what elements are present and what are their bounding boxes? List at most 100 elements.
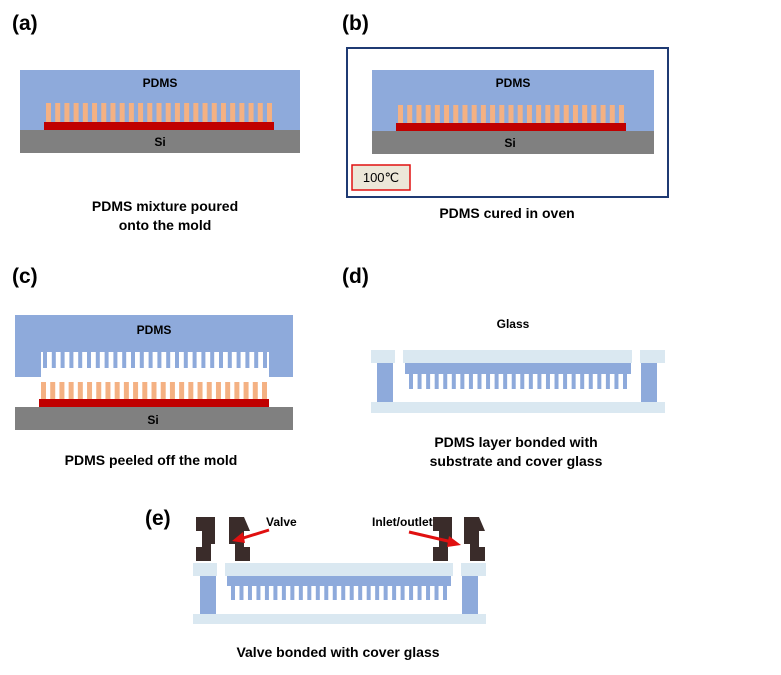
mold-pillars — [41, 382, 267, 400]
pdms-channel-tooth — [451, 374, 456, 389]
pdms-tooth — [104, 352, 109, 368]
pdms-channel-tooth — [264, 586, 269, 600]
pdms-channel-tooth — [494, 374, 499, 389]
mold-pillar — [179, 382, 185, 400]
mold-pillar — [582, 105, 588, 125]
cover-glass-right — [640, 350, 665, 363]
pdms-tooth — [166, 352, 171, 368]
mold-pillar — [508, 105, 514, 125]
pdms-channel-tooth — [273, 586, 278, 600]
oven-frame — [346, 47, 669, 198]
mold-pillar — [128, 103, 134, 123]
mold-pillar — [407, 105, 413, 125]
caption-line-2: substrate and cover glass — [430, 453, 603, 469]
pdms-channel-tooth — [605, 374, 610, 389]
mold-base — [39, 399, 269, 408]
mold-base — [396, 123, 626, 132]
pdms-channel-tooth — [537, 374, 542, 389]
pdms-channel-tooth — [256, 586, 261, 600]
pdms-channel-tooth — [383, 586, 388, 600]
mold-pillar — [545, 105, 551, 125]
pdms-side-wall-left — [377, 363, 393, 402]
mold-pillar — [239, 103, 245, 123]
pdms-channel-tooth — [503, 374, 508, 389]
caption-line-2: onto the mold — [119, 217, 212, 233]
pdms-channel-tooth — [520, 374, 525, 389]
glass-label: Glass — [497, 317, 530, 331]
mold-pillar — [165, 103, 171, 123]
si-label: Si — [504, 136, 515, 150]
pdms-side-wall-right — [641, 363, 657, 402]
silicon-wafer — [20, 130, 300, 153]
cover-glass-left — [371, 350, 395, 363]
pdms-channel-tooth — [400, 586, 405, 600]
temperature-label: 100℃ — [363, 170, 399, 185]
pdms-channel-tooth — [375, 586, 380, 600]
mold-pillar — [211, 103, 217, 123]
pdms-channel-tooth — [460, 374, 465, 389]
pdms-channel-tooth — [580, 374, 585, 389]
valve-label: Valve — [266, 515, 297, 529]
mold-pillar — [444, 105, 450, 125]
pdms-side-wall-right — [462, 576, 478, 614]
pdms-channel-tooth — [468, 374, 473, 389]
caption-line-1: PDMS layer bonded with — [434, 434, 597, 450]
mold-pillar — [425, 105, 431, 125]
mold-pillar — [398, 105, 403, 125]
mold-pillar — [257, 103, 263, 123]
mold-pillar — [262, 382, 267, 400]
panel-e-label: (e) — [145, 507, 171, 530]
pdms-label: PDMS — [496, 76, 531, 90]
mold-pillar — [434, 105, 440, 125]
mold-pillar — [499, 105, 505, 125]
mold-pillar — [554, 105, 560, 125]
mold-pillar — [234, 382, 240, 400]
mold-pillar — [147, 103, 153, 123]
mold-pillar — [82, 103, 88, 123]
pdms-channel-tooth — [417, 586, 422, 600]
pdms-channel-tooth — [477, 374, 482, 389]
inlet-outlet-label: Inlet/outlet — [372, 515, 433, 529]
pdms-tooth — [157, 352, 162, 368]
mold-pillar — [248, 103, 254, 123]
pdms-tooth — [131, 352, 135, 368]
valve-arrowhead — [232, 532, 245, 543]
pdms-channel-tooth — [623, 374, 627, 389]
pdms-channel-tooth — [358, 586, 363, 600]
mold-pillar — [591, 105, 597, 125]
valve-arrow — [239, 528, 270, 541]
pdms-channel-teeth — [231, 586, 447, 600]
mold-pillar — [174, 103, 180, 123]
pdms-channel-layer — [405, 363, 631, 374]
pdms-tooth — [87, 352, 91, 368]
mold-pillar — [453, 105, 459, 125]
pdms-channel-tooth — [366, 586, 371, 600]
mold-pillar — [563, 105, 569, 125]
imprint-cavity — [41, 352, 269, 378]
valve-left-outer — [196, 517, 215, 561]
pdms-channel-tooth — [281, 586, 286, 600]
mold-pillar — [243, 382, 249, 400]
pdms-tooth — [210, 352, 215, 368]
panel-a-label: (a) — [12, 12, 38, 35]
pdms-channel-tooth — [486, 374, 491, 389]
caption-line-1: PDMS cured in oven — [439, 205, 574, 221]
mold-pillar — [96, 382, 102, 400]
pdms-side-wall-left — [200, 576, 216, 614]
pdms-channel-layer — [227, 576, 451, 586]
pdms-tooth — [69, 352, 74, 368]
mold-pillars — [46, 103, 272, 123]
pdms-channel-tooth — [545, 374, 550, 389]
pdms-tooth — [201, 352, 206, 368]
si-label: Si — [154, 135, 165, 149]
panel-c: (c) PDMS Si PDMS peeled off the mold — [12, 265, 293, 468]
pdms-channel-tooth — [409, 374, 413, 389]
mold-pillar — [77, 382, 83, 400]
mold-pillar — [480, 105, 486, 125]
temperature-box — [351, 164, 411, 191]
pdms-tooth — [245, 352, 250, 368]
mold-pillar — [462, 105, 468, 125]
pdms-channel-tooth — [588, 374, 593, 389]
pdms-channel-tooth — [231, 586, 235, 600]
